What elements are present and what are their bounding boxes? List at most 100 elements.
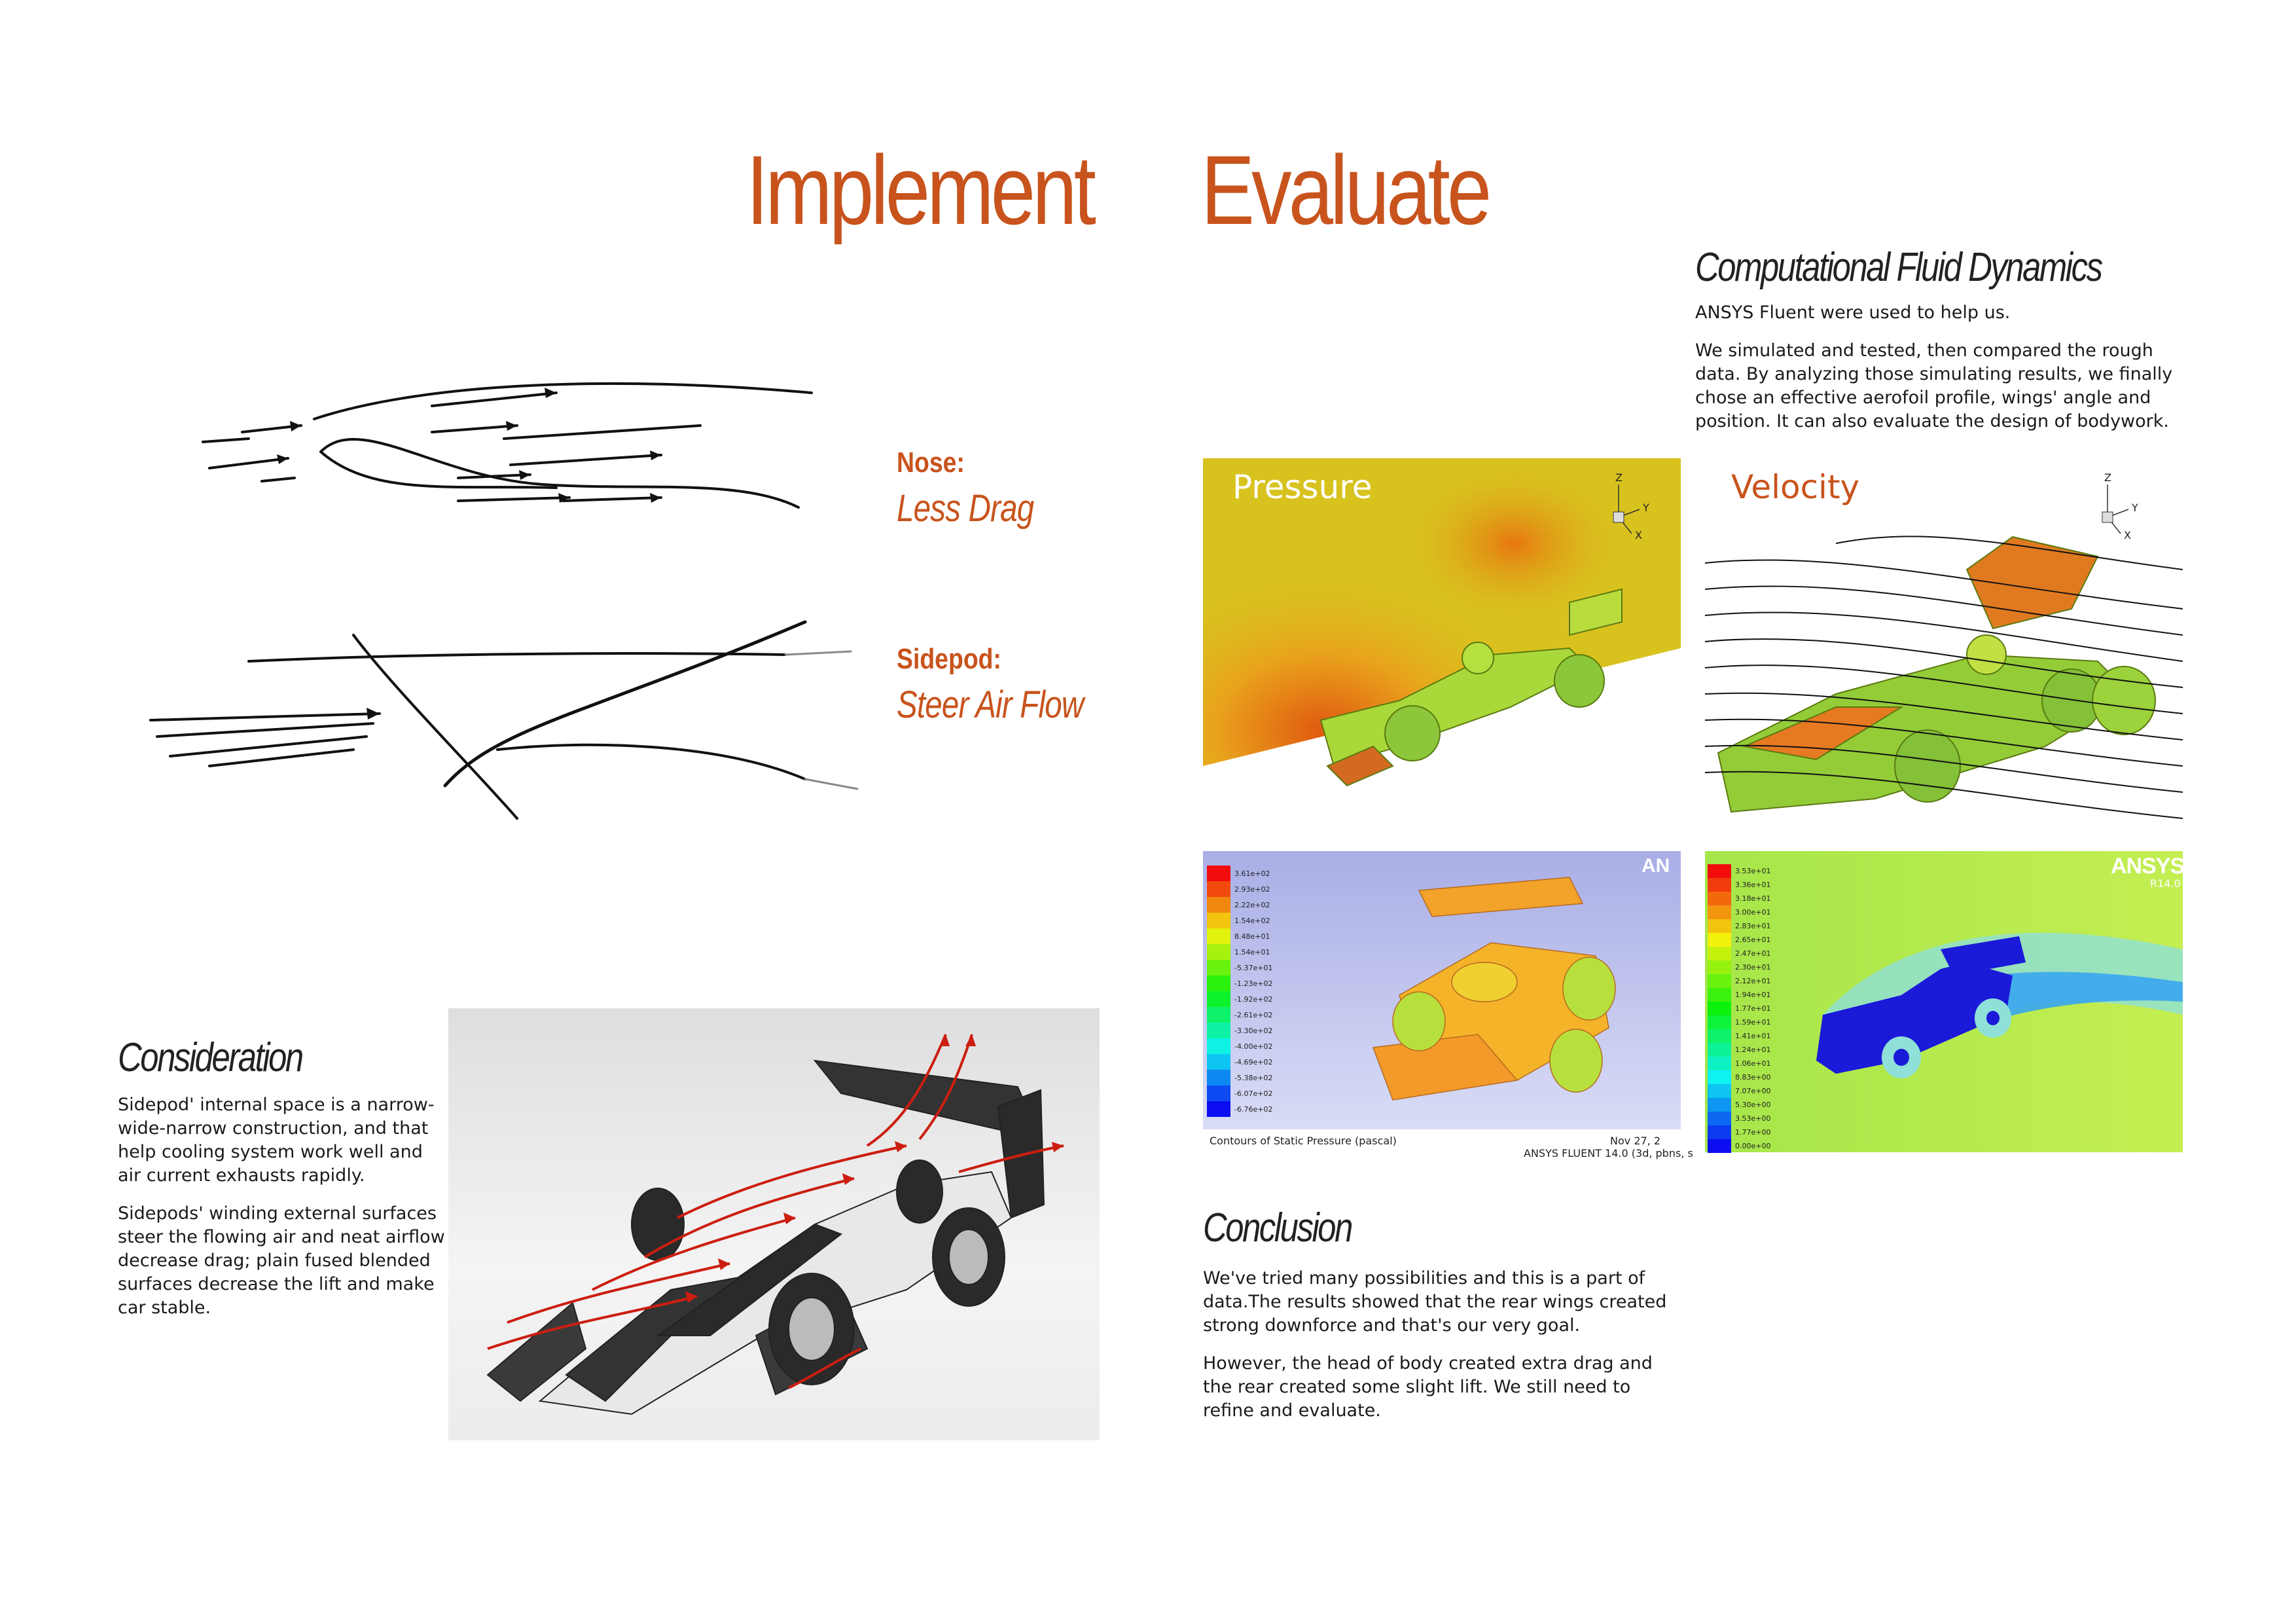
- legend-swatch: [1207, 960, 1230, 976]
- conclusion-title: Conclusion: [1203, 1205, 1353, 1250]
- consideration-paragraph: Sidepods' winding external surfaces stee…: [118, 1203, 445, 1318]
- legend-value: 1.77e+00: [1735, 1128, 1771, 1137]
- legend-row: 2.83e+01: [1708, 919, 1786, 933]
- legend-row: 2.12e+01: [1708, 974, 1786, 988]
- legend-value: 2.30e+01: [1735, 963, 1771, 972]
- legend-swatch: [1708, 1084, 1731, 1098]
- legend-row: 2.22e+02: [1207, 897, 1285, 913]
- legend-row: 0.00e+00: [1708, 1139, 1786, 1153]
- legend-row: 1.54e+01: [1207, 944, 1285, 960]
- axis-y-label: Y: [1643, 501, 1649, 514]
- legend-swatch: [1207, 976, 1230, 991]
- legend-row: 8.83e+00: [1708, 1070, 1786, 1084]
- nose-label: Nose:: [897, 447, 965, 479]
- legend-value: 3.36e+01: [1735, 881, 1771, 889]
- legend-row: -6.76e+02: [1207, 1101, 1285, 1117]
- legend-value: -6.07e+02: [1234, 1089, 1273, 1098]
- legend-value: 2.47e+01: [1735, 949, 1771, 958]
- axis-x-label: X: [2124, 529, 2131, 541]
- legend-swatch: [1207, 944, 1230, 960]
- legend-value: 1.24e+01: [1735, 1046, 1771, 1054]
- legend-swatch: [1708, 1139, 1731, 1153]
- ansys-logo: AN: [1641, 855, 1670, 877]
- contour-date: Nov 27, 2: [1610, 1135, 1661, 1147]
- legend-row: 2.47e+01: [1708, 947, 1786, 960]
- implement-heading: Implement: [746, 135, 1096, 245]
- legend-swatch: [1207, 1085, 1230, 1101]
- legend-swatch: [1207, 913, 1230, 928]
- legend-swatch: [1708, 1112, 1731, 1125]
- legend-row: 1.54e+02: [1207, 913, 1285, 928]
- legend-value: 1.54e+02: [1234, 916, 1270, 925]
- axis-y-label: Y: [2132, 501, 2138, 514]
- legend-value: -1.23e+02: [1234, 979, 1273, 988]
- legend-value: 3.53e+00: [1735, 1114, 1771, 1123]
- nose-caption: Less Drag: [897, 487, 1034, 530]
- legend-value: 2.83e+01: [1735, 922, 1771, 930]
- legend-value: 2.22e+02: [1234, 900, 1270, 909]
- legend-row: 3.18e+01: [1708, 892, 1786, 905]
- legend-row: 2.30e+01: [1708, 960, 1786, 974]
- legend-swatch: [1708, 933, 1731, 947]
- evaluate-heading: Evaluate: [1201, 135, 1492, 245]
- legend-row: 1.41e+01: [1708, 1029, 1786, 1043]
- legend-row: 3.00e+01: [1708, 905, 1786, 919]
- legend-row: 1.77e+00: [1708, 1125, 1786, 1139]
- pressure-car-model: [1372, 877, 1616, 1101]
- legend-row: -2.61e+02: [1207, 1007, 1285, 1023]
- legend-swatch: [1708, 960, 1731, 974]
- legend-swatch: [1207, 1007, 1230, 1023]
- legend-swatch: [1207, 897, 1230, 913]
- legend-swatch: [1708, 1125, 1731, 1139]
- legend-row: 8.48e+01: [1207, 928, 1285, 944]
- consideration-paragraph: Sidepod' internal space is a narrow-wide…: [118, 1095, 435, 1186]
- legend-value: 1.59e+01: [1735, 1018, 1771, 1027]
- legend-swatch: [1708, 1057, 1731, 1070]
- sidepod-caption: Steer Air Flow: [897, 684, 1084, 726]
- sidepod-airflow-sketch: [149, 620, 859, 820]
- legend-row: -4.00e+02: [1207, 1038, 1285, 1054]
- legend-row: 2.93e+02: [1207, 881, 1285, 897]
- legend-value: 2.93e+02: [1234, 884, 1270, 894]
- conclusion-paragraph: We've tried many possibilities and this …: [1203, 1268, 1667, 1336]
- legend-value: -3.30e+02: [1234, 1026, 1273, 1035]
- legend-value: 3.18e+01: [1735, 894, 1771, 903]
- axis-triad-icon: [1613, 484, 1640, 534]
- legend-value: 2.65e+01: [1735, 936, 1771, 944]
- nose-airflow-sketch: [202, 382, 813, 509]
- legend-row: 3.36e+01: [1708, 878, 1786, 892]
- axis-triad-icon: [2102, 484, 2129, 534]
- legend-value: 7.07e+00: [1735, 1087, 1771, 1095]
- legend-swatch: [1708, 878, 1731, 892]
- legend-swatch: [1708, 1070, 1731, 1084]
- legend-row: 1.94e+01: [1708, 988, 1786, 1002]
- legend-value: 8.48e+01: [1234, 932, 1270, 941]
- legend-value: -6.76e+02: [1234, 1104, 1273, 1114]
- contour-caption: Contours of Static Pressure (pascal): [1210, 1135, 1397, 1147]
- legend-swatch: [1708, 1015, 1731, 1029]
- legend-row: -1.23e+02: [1207, 976, 1285, 991]
- legend-swatch: [1708, 1002, 1731, 1015]
- legend-row: 1.77e+01: [1708, 1002, 1786, 1015]
- legend-row: 1.24e+01: [1708, 1043, 1786, 1057]
- legend-value: 0.00e+00: [1735, 1142, 1771, 1150]
- consideration-title: Consideration: [118, 1035, 304, 1080]
- legend-swatch: [1207, 866, 1230, 881]
- legend-swatch: [1207, 881, 1230, 897]
- legend-swatch: [1207, 1023, 1230, 1038]
- legend-row: -3.30e+02: [1207, 1023, 1285, 1038]
- legend-value: -1.92e+02: [1234, 994, 1273, 1004]
- velocity-panel: Velocity Z Y X: [1704, 458, 2183, 822]
- legend-value: 1.54e+01: [1234, 947, 1270, 957]
- legend-row: -6.07e+02: [1207, 1085, 1285, 1101]
- legend-value: 3.53e+01: [1735, 867, 1771, 875]
- legend-value: -5.38e+02: [1234, 1073, 1273, 1082]
- legend-row: 7.07e+00: [1708, 1084, 1786, 1098]
- legend-value: -4.00e+02: [1234, 1042, 1273, 1051]
- axis-z-label: Z: [2104, 471, 2111, 484]
- legend-swatch: [1708, 1098, 1731, 1112]
- legend-swatch: [1708, 947, 1731, 960]
- legend-value: -4.69e+02: [1234, 1057, 1273, 1067]
